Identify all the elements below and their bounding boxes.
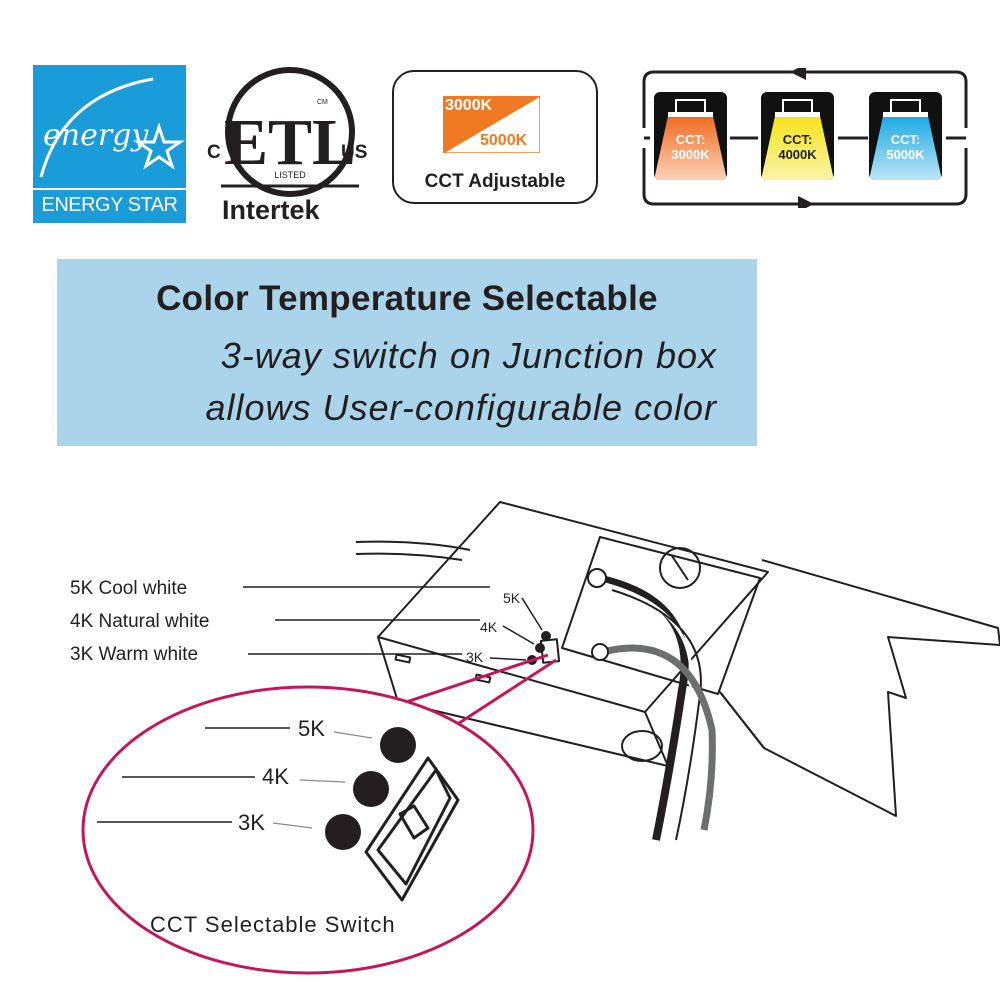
junction-box-diagram: 5K Cool white 4K Natural white 3K Warm w… [70, 501, 1000, 975]
lamp-5000-icon [869, 92, 942, 180]
energy-star-label: ENERGY STAR [33, 188, 186, 223]
etl-mark: ETL [224, 106, 356, 179]
zoom-caption: CCT Selectable Switch [150, 912, 396, 937]
white-wire [604, 582, 693, 841]
wire-grommet-icon [591, 643, 609, 661]
cct-cell-label: CCT: [782, 132, 813, 147]
banner-line-3: allows User-configurable color [205, 387, 717, 428]
cct-5000-label: 5000K [480, 132, 528, 149]
grey-wire [602, 644, 716, 831]
energy-script-text: energy [43, 118, 149, 153]
lamp-3000-icon [654, 92, 727, 180]
energy-star-logo: energy ENERGY STAR [33, 65, 186, 223]
black-wire [596, 574, 689, 841]
feature-banner: Color Temperature Selectable 3-way switc… [57, 259, 757, 446]
cct-cell-4000: CCT:4000K [761, 92, 834, 180]
callout-4k-tag: 4K [480, 619, 498, 635]
cct-cell-3000: CCT:3000K [654, 92, 727, 180]
intertek-text: Intertek [222, 195, 321, 225]
cycle-arrows-icon [642, 68, 968, 208]
zoom-label-3k: 3K [238, 810, 265, 835]
callout-lines [243, 586, 543, 661]
zoom-leader-lines [97, 727, 290, 823]
etl-us-text: US [341, 142, 367, 163]
banner-line-2: 3-way switch on Junction box [220, 335, 717, 376]
zoom-label-5k: 5K [298, 716, 325, 741]
banner-title: Color Temperature Selectable [156, 279, 658, 318]
cct-cell-value: 5000K [886, 147, 925, 162]
zoom-pointer-lines [272, 731, 373, 829]
zoom-ellipse [81, 685, 535, 975]
wire-grommet-icon [587, 568, 607, 588]
cct-gradient-swatch [443, 96, 540, 153]
cct-cell-5000: CCT:5000K [869, 92, 942, 180]
zoom-dot-3k [325, 814, 361, 850]
callout-5k-tag: 5K [503, 590, 521, 606]
zoom-dot-4k [353, 771, 389, 807]
zoom-dot-5k [380, 727, 416, 763]
callout-3k-desc: 3K Warm white [70, 644, 198, 665]
etl-listed-logo: ETL LISTED CM C US Intertek [207, 67, 367, 225]
etl-listed-text: LISTED [274, 170, 306, 180]
cct-adjustable-caption: CCT Adjustable [424, 171, 566, 192]
lamp-4000-icon [761, 92, 834, 180]
callout-5k-desc: 5K Cool white [70, 578, 187, 599]
callout-4k-desc: 4K Natural white [70, 611, 209, 632]
cct-cell-value: 4000K [778, 147, 817, 162]
switch-slider-icon [364, 756, 460, 902]
junction-box-drawing [355, 501, 1000, 817]
switch-dot-4k [535, 643, 545, 653]
cct-cell-value: 3000K [671, 147, 710, 162]
cct-adjustable-badge: 3000K 5000K CCT Adjustable [392, 70, 598, 204]
callout-3k-tag: 3K [466, 649, 484, 665]
energy-star-arc-icon: energy [39, 77, 185, 178]
cct-cell-label: CCT: [675, 132, 706, 147]
switch-dot-5k [541, 631, 551, 641]
etl-cm-text: CM [317, 99, 328, 106]
etl-c-text: C [207, 142, 221, 163]
zoom-callout [81, 653, 557, 975]
etl-ring-icon [225, 67, 355, 197]
cct-3000-label: 3000K [445, 97, 493, 114]
cct-cycle-panel: CCT:3000K CCT:4000K CCT:5000K [640, 68, 970, 208]
zoom-label-4k: 4K [262, 764, 289, 789]
cct-cell-label: CCT: [890, 132, 921, 147]
